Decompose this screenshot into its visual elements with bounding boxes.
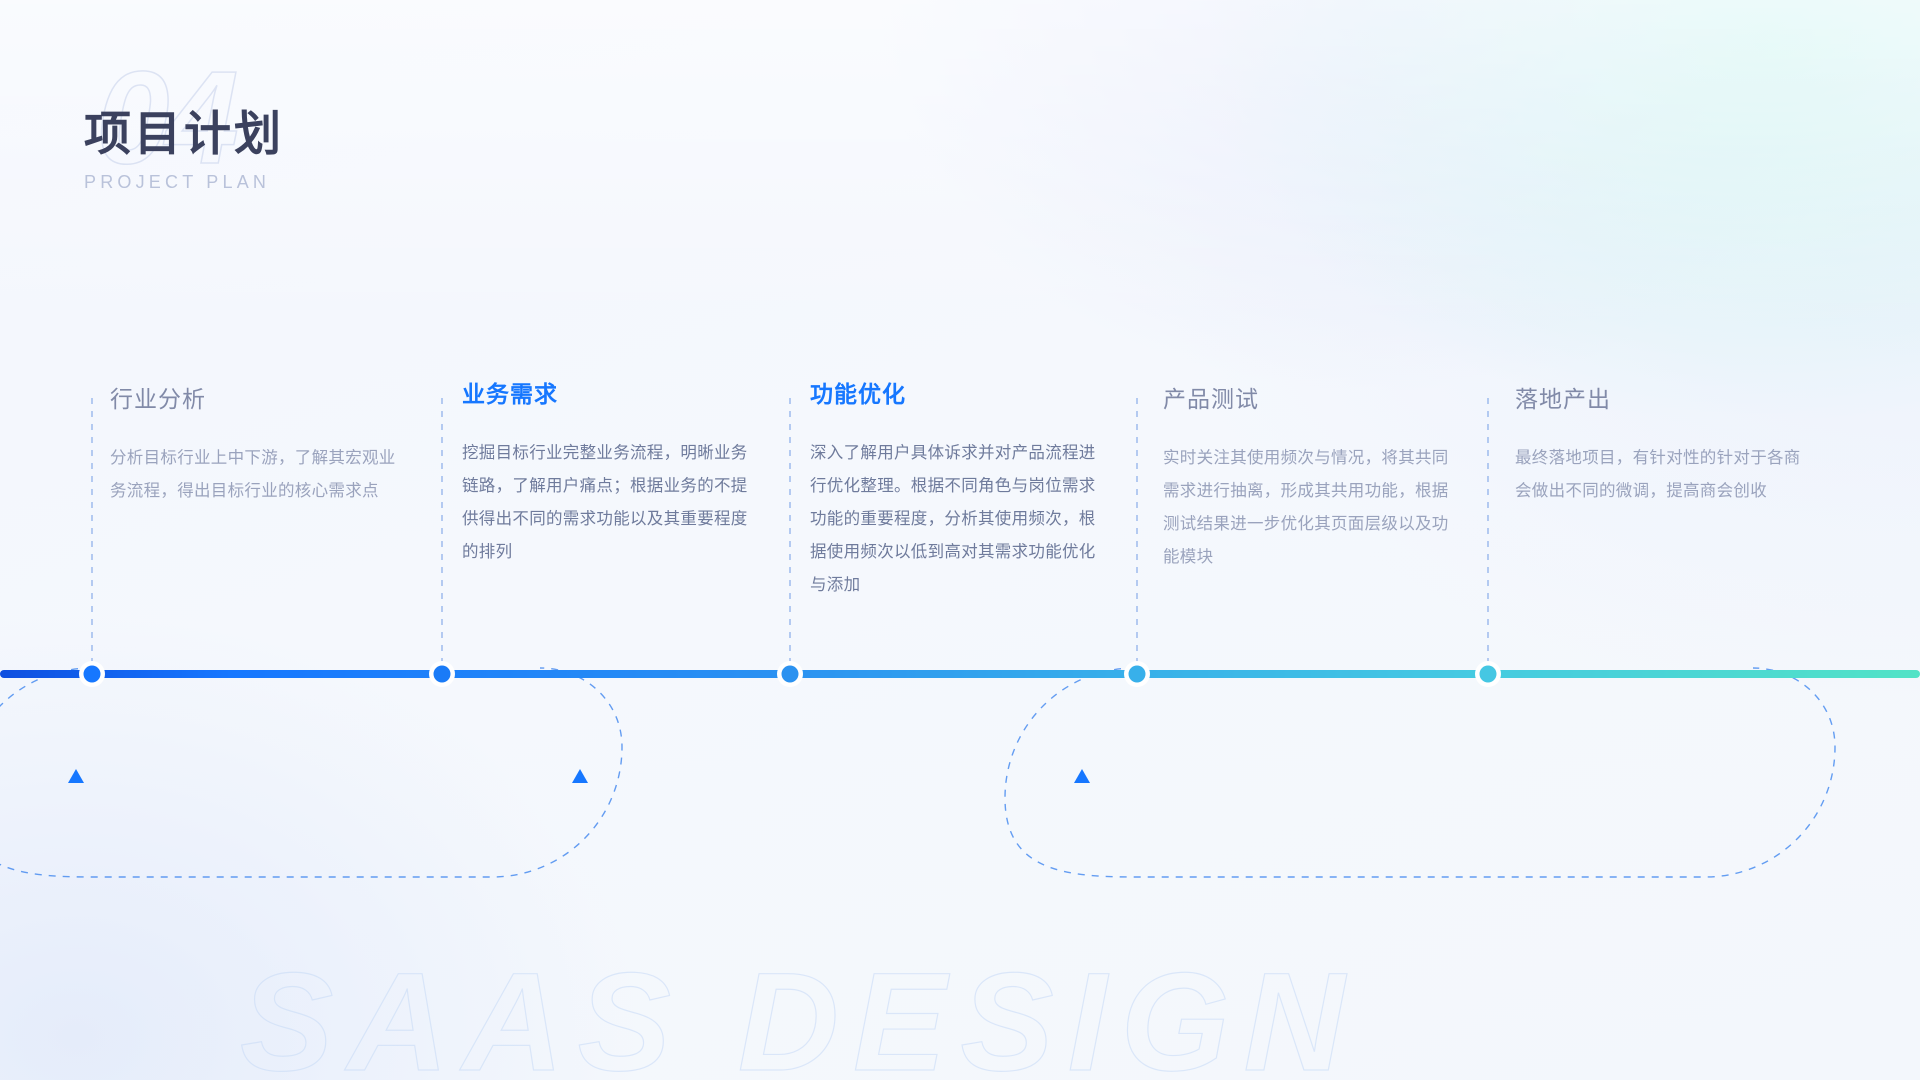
timeline-arrow-markers	[68, 769, 1090, 783]
step-title: 功能优化	[810, 381, 906, 407]
step-body: 实时关注其使用频次与情况，将其共同需求进行抽离，形成其共用功能，根据测试结果进一…	[1163, 448, 1449, 566]
step-body: 分析目标行业上中下游，了解其宏观业务流程，得出目标行业的核心需求点	[110, 448, 396, 500]
step-body: 挖掘目标行业完整业务流程，明晰业务链路，了解用户痛点；根据业务的不提供得出不同的…	[462, 443, 748, 561]
page-subtitle: PROJECT PLAN	[84, 171, 271, 192]
timeline-rail	[0, 670, 1920, 678]
page-title: 项目计划	[84, 107, 284, 160]
arrow-up-icon	[1074, 769, 1090, 783]
arrow-up-icon	[68, 769, 84, 783]
step-title: 业务需求	[462, 381, 558, 407]
timeline-nodes	[79, 661, 1501, 687]
timeline-step-1[interactable]: 行业分析 分析目标行业上中下游，了解其宏观业务流程，得出目标行业的核心需求点	[110, 385, 410, 508]
step-body: 最终落地项目，有针对性的针对于各商会做出不同的微调，提高商会创收	[1515, 448, 1801, 500]
watermark-saas-design: SAAS DESIGN	[239, 943, 1359, 1080]
step-title: 产品测试	[1163, 386, 1259, 412]
timeline-step-5[interactable]: 落地产出 最终落地项目，有针对性的针对于各商会做出不同的微调，提高商会创收	[1515, 385, 1815, 508]
page-header: 项目计划 PROJECT PLAN	[84, 108, 284, 193]
timeline-step-4[interactable]: 产品测试 实时关注其使用频次与情况，将其共同需求进行抽离，形成其共用功能，根据测…	[1163, 385, 1463, 574]
step-title: 落地产出	[1515, 386, 1611, 412]
timeline-step-2[interactable]: 业务需求 挖掘目标行业完整业务流程，明晰业务链路，了解用户痛点；根据业务的不提供…	[462, 380, 762, 569]
step-body: 深入了解用户具体诉求并对产品流程进行优化整理。根据不同角色与岗位需求功能的重要程…	[810, 443, 1096, 594]
timeline-step-3[interactable]: 功能优化 深入了解用户具体诉求并对产品流程进行优化整理。根据不同角色与岗位需求功…	[810, 380, 1110, 602]
arrow-up-icon	[572, 769, 588, 783]
background-sheen	[0, 0, 1920, 330]
watermark-number: 04	[95, 44, 239, 191]
timeline-loops	[0, 667, 1836, 878]
timeline-stems	[91, 398, 1489, 666]
step-title: 行业分析	[110, 386, 206, 412]
